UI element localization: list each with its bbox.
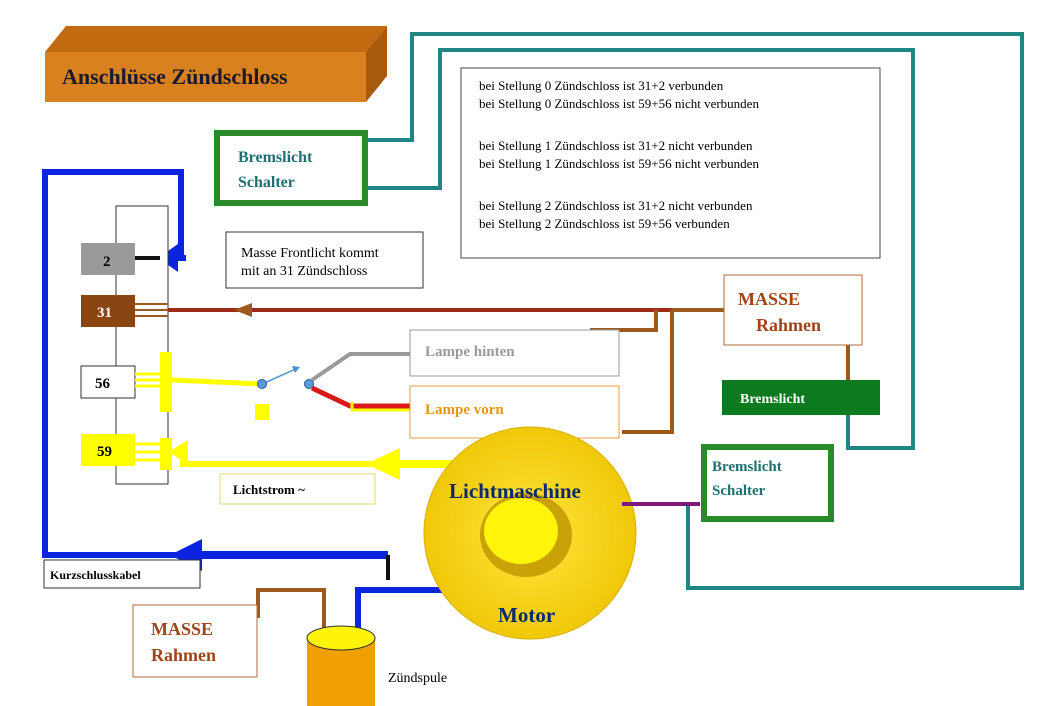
lichtmaschine-label: Lichtmaschine — [449, 479, 581, 503]
kurzschluss-label: Kurzschlusskabel — [50, 568, 141, 582]
motor-label: Motor — [498, 603, 555, 627]
masse-right-line1: MASSE — [738, 289, 800, 309]
blue-wire-loop — [42, 169, 200, 558]
zuendspule-label: Zündspule — [388, 671, 447, 686]
zuendspule: Zündspule — [306, 625, 447, 706]
brake-switch-top-line1: Bremslicht — [238, 149, 313, 166]
teal-wire-outer — [343, 32, 1024, 590]
lamp-front-label: Lampe vorn — [425, 402, 504, 418]
lichtstrom-label: Lichtstrom ~ — [233, 482, 305, 497]
yellow-wires-56 — [135, 352, 269, 420]
yellow-wires-59 — [135, 438, 470, 480]
lamp-rear: Lampe hinten — [409, 329, 620, 377]
brake-switch-top-line2: Schalter — [238, 174, 295, 191]
info-box: bei Stellung 0 Zündschloss ist 31+2 verb… — [460, 67, 881, 259]
brake-switch-right-line1: Bremslicht — [712, 459, 782, 475]
blue-wire-coil — [355, 587, 444, 628]
bremslicht-box: Bremslicht — [722, 380, 880, 415]
masse-rahmen-right: MASSE Rahmen — [723, 274, 863, 346]
terminal-31: 31 — [81, 295, 168, 327]
terminal-2-label: 2 — [103, 254, 111, 270]
masse-bottom-line1: MASSE — [151, 619, 213, 639]
info-line-5: bei Stellung 2 Zündschloss ist 31+2 nich… — [479, 198, 753, 213]
info-line-6: bei Stellung 2 Zündschloss ist 59+56 ver… — [479, 216, 730, 231]
lamp-rear-label: Lampe hinten — [425, 344, 515, 360]
title-text: Anschlüsse Zündschloss — [62, 64, 288, 89]
note-line2: mit an 31 Zündschloss — [241, 264, 367, 279]
bremslicht-label: Bremslicht — [740, 392, 805, 407]
masse-right-line2: Rahmen — [756, 315, 821, 335]
brown-wire-31 — [168, 303, 850, 434]
brake-switch-right-line2: Schalter — [712, 483, 766, 499]
light-switch — [257, 352, 412, 412]
terminal-56: 56 — [80, 365, 136, 399]
brake-switch-right: Bremslicht Schalter — [701, 444, 834, 522]
info-line-3: bei Stellung 1 Zündschloss ist 31+2 nich… — [479, 138, 753, 153]
terminal-59-label: 59 — [97, 444, 112, 460]
masse-rahmen-bottom: MASSE Rahmen — [132, 588, 326, 678]
note-line1: Masse Frontlicht kommt — [241, 246, 379, 261]
terminal-56-label: 56 — [95, 376, 111, 392]
terminal-2: 2 — [81, 243, 160, 275]
lichtstrom-box: Lichtstrom ~ — [219, 473, 376, 505]
brake-switch-top: Bremslicht Schalter — [214, 130, 368, 206]
title-box: Anschlüsse Zündschloss — [45, 26, 387, 102]
note-box: Masse Frontlicht kommt mit an 31 Zündsch… — [225, 231, 424, 289]
info-line-2: bei Stellung 0 Zündschloss ist 59+56 nic… — [479, 96, 759, 111]
terminal-31-label: 31 — [97, 305, 112, 321]
blue-wires — [42, 169, 444, 628]
teal-wire-inner — [365, 48, 915, 450]
info-line-4: bei Stellung 1 Zündschloss ist 59+56 nic… — [479, 156, 759, 171]
info-line-1: bei Stellung 0 Zündschloss ist 31+2 verb… — [479, 78, 724, 93]
kurzschluss-box: Kurzschlusskabel — [43, 559, 201, 589]
masse-bottom-line2: Rahmen — [151, 645, 216, 665]
terminal-59: 59 — [81, 434, 135, 466]
teal-wires — [343, 32, 1024, 590]
motor-assembly: Lichtmaschine Motor — [423, 426, 700, 640]
